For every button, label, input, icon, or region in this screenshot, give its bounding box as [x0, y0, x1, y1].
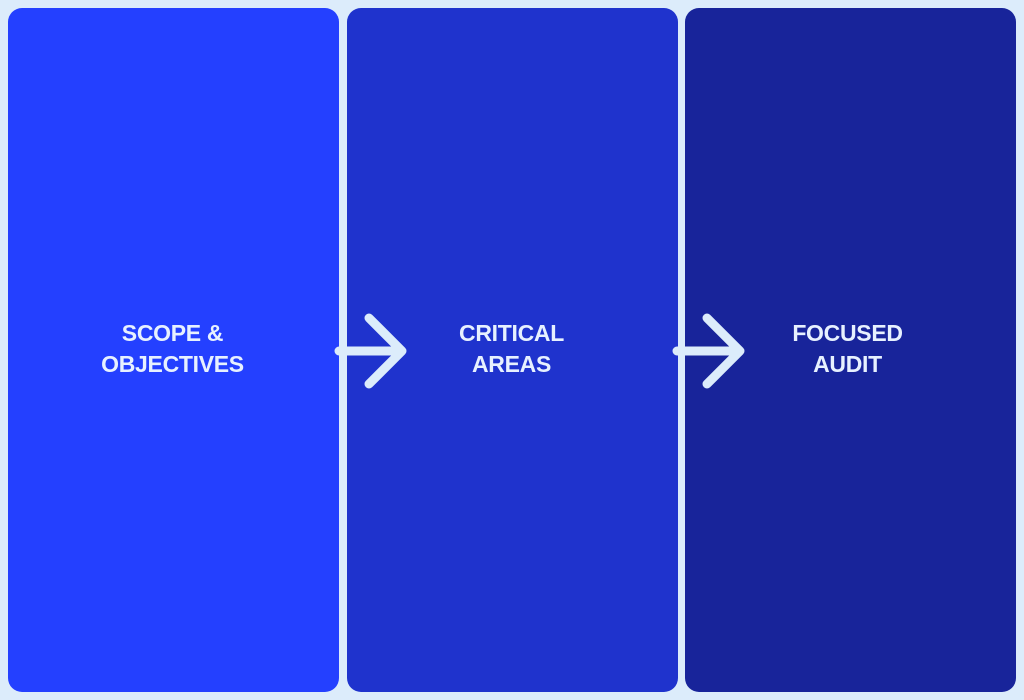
- step-label: SCOPE & OBJECTIVES: [63, 318, 283, 380]
- step-panel-scope-objectives: SCOPE & OBJECTIVES: [8, 8, 339, 692]
- arrow-right-icon: [672, 313, 745, 389]
- step-label: CRITICAL AREAS: [402, 318, 622, 380]
- step-label-line: SCOPE &: [121, 320, 224, 346]
- step-label-line: FOCUSED: [792, 320, 903, 346]
- step-label-line: AUDIT: [813, 351, 882, 377]
- step-label: FOCUSED AUDIT: [738, 318, 958, 380]
- step-label-line: OBJECTIVES: [101, 351, 244, 377]
- step-label-line: AREAS: [471, 351, 551, 377]
- step-label-line: CRITICAL: [459, 320, 564, 346]
- arrow-right-icon: [334, 313, 407, 389]
